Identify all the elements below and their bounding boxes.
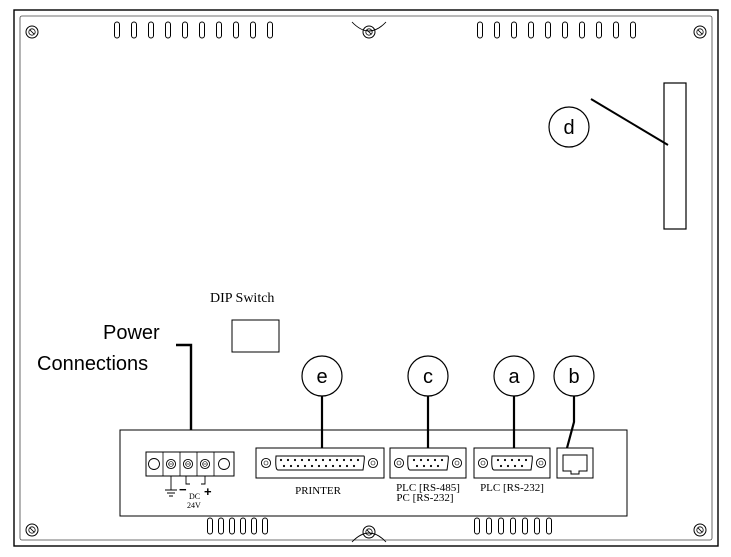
screw-bracket [351,21,387,32]
callout-leader-d [590,98,669,146]
callout-label-a: a [508,366,520,388]
callout-circle-d [548,106,590,148]
callout-circle-e [301,355,343,397]
callout-label-d: d [563,117,574,139]
expansion-slot [663,82,687,230]
mounting-screw-icon [25,25,39,39]
power-plus-sign: + [204,484,212,499]
plc-rs232-label: PLC [RS-232] [480,482,544,494]
screw-bracket [351,532,387,543]
mounting-screw-icon [693,25,707,39]
pc-rs232-label: PC [RS-232] [396,492,453,504]
power-label-line1: Power [103,322,160,344]
mounting-screw-icon [25,523,39,537]
power-dc-label: DC [189,492,200,501]
callout-label-c: c [423,366,433,388]
printer-label: PRINTER [295,485,342,497]
plc-rs485-port [389,447,467,479]
mounting-screw-icon [362,25,376,39]
callout-circle-a [493,355,535,397]
rj45-port-icon [556,447,594,479]
mounting-screw-icon [693,523,707,537]
callout-label-b: b [568,366,579,388]
callout-leader-b [565,396,576,449]
power-minus-sign: − [179,482,187,497]
dip-switch-label: DIP Switch [210,291,274,306]
printer-port [255,447,385,479]
power-label-line2: Connections [37,353,148,375]
panel-inner-frame [19,15,713,541]
plc-rs485-label: PLC [RS-485] [396,482,460,494]
ground-symbol-icon [165,489,177,497]
plc-rs232-port [473,447,551,479]
mounting-screw-icon [362,525,376,539]
callout-label-e: e [316,366,327,388]
dip-switch [231,319,280,353]
power-terminal-block [145,451,235,490]
callout-circle-b [553,355,595,397]
callout-circle-c [407,355,449,397]
power-24v-label: 24V [187,501,201,510]
power-leader [176,343,193,448]
